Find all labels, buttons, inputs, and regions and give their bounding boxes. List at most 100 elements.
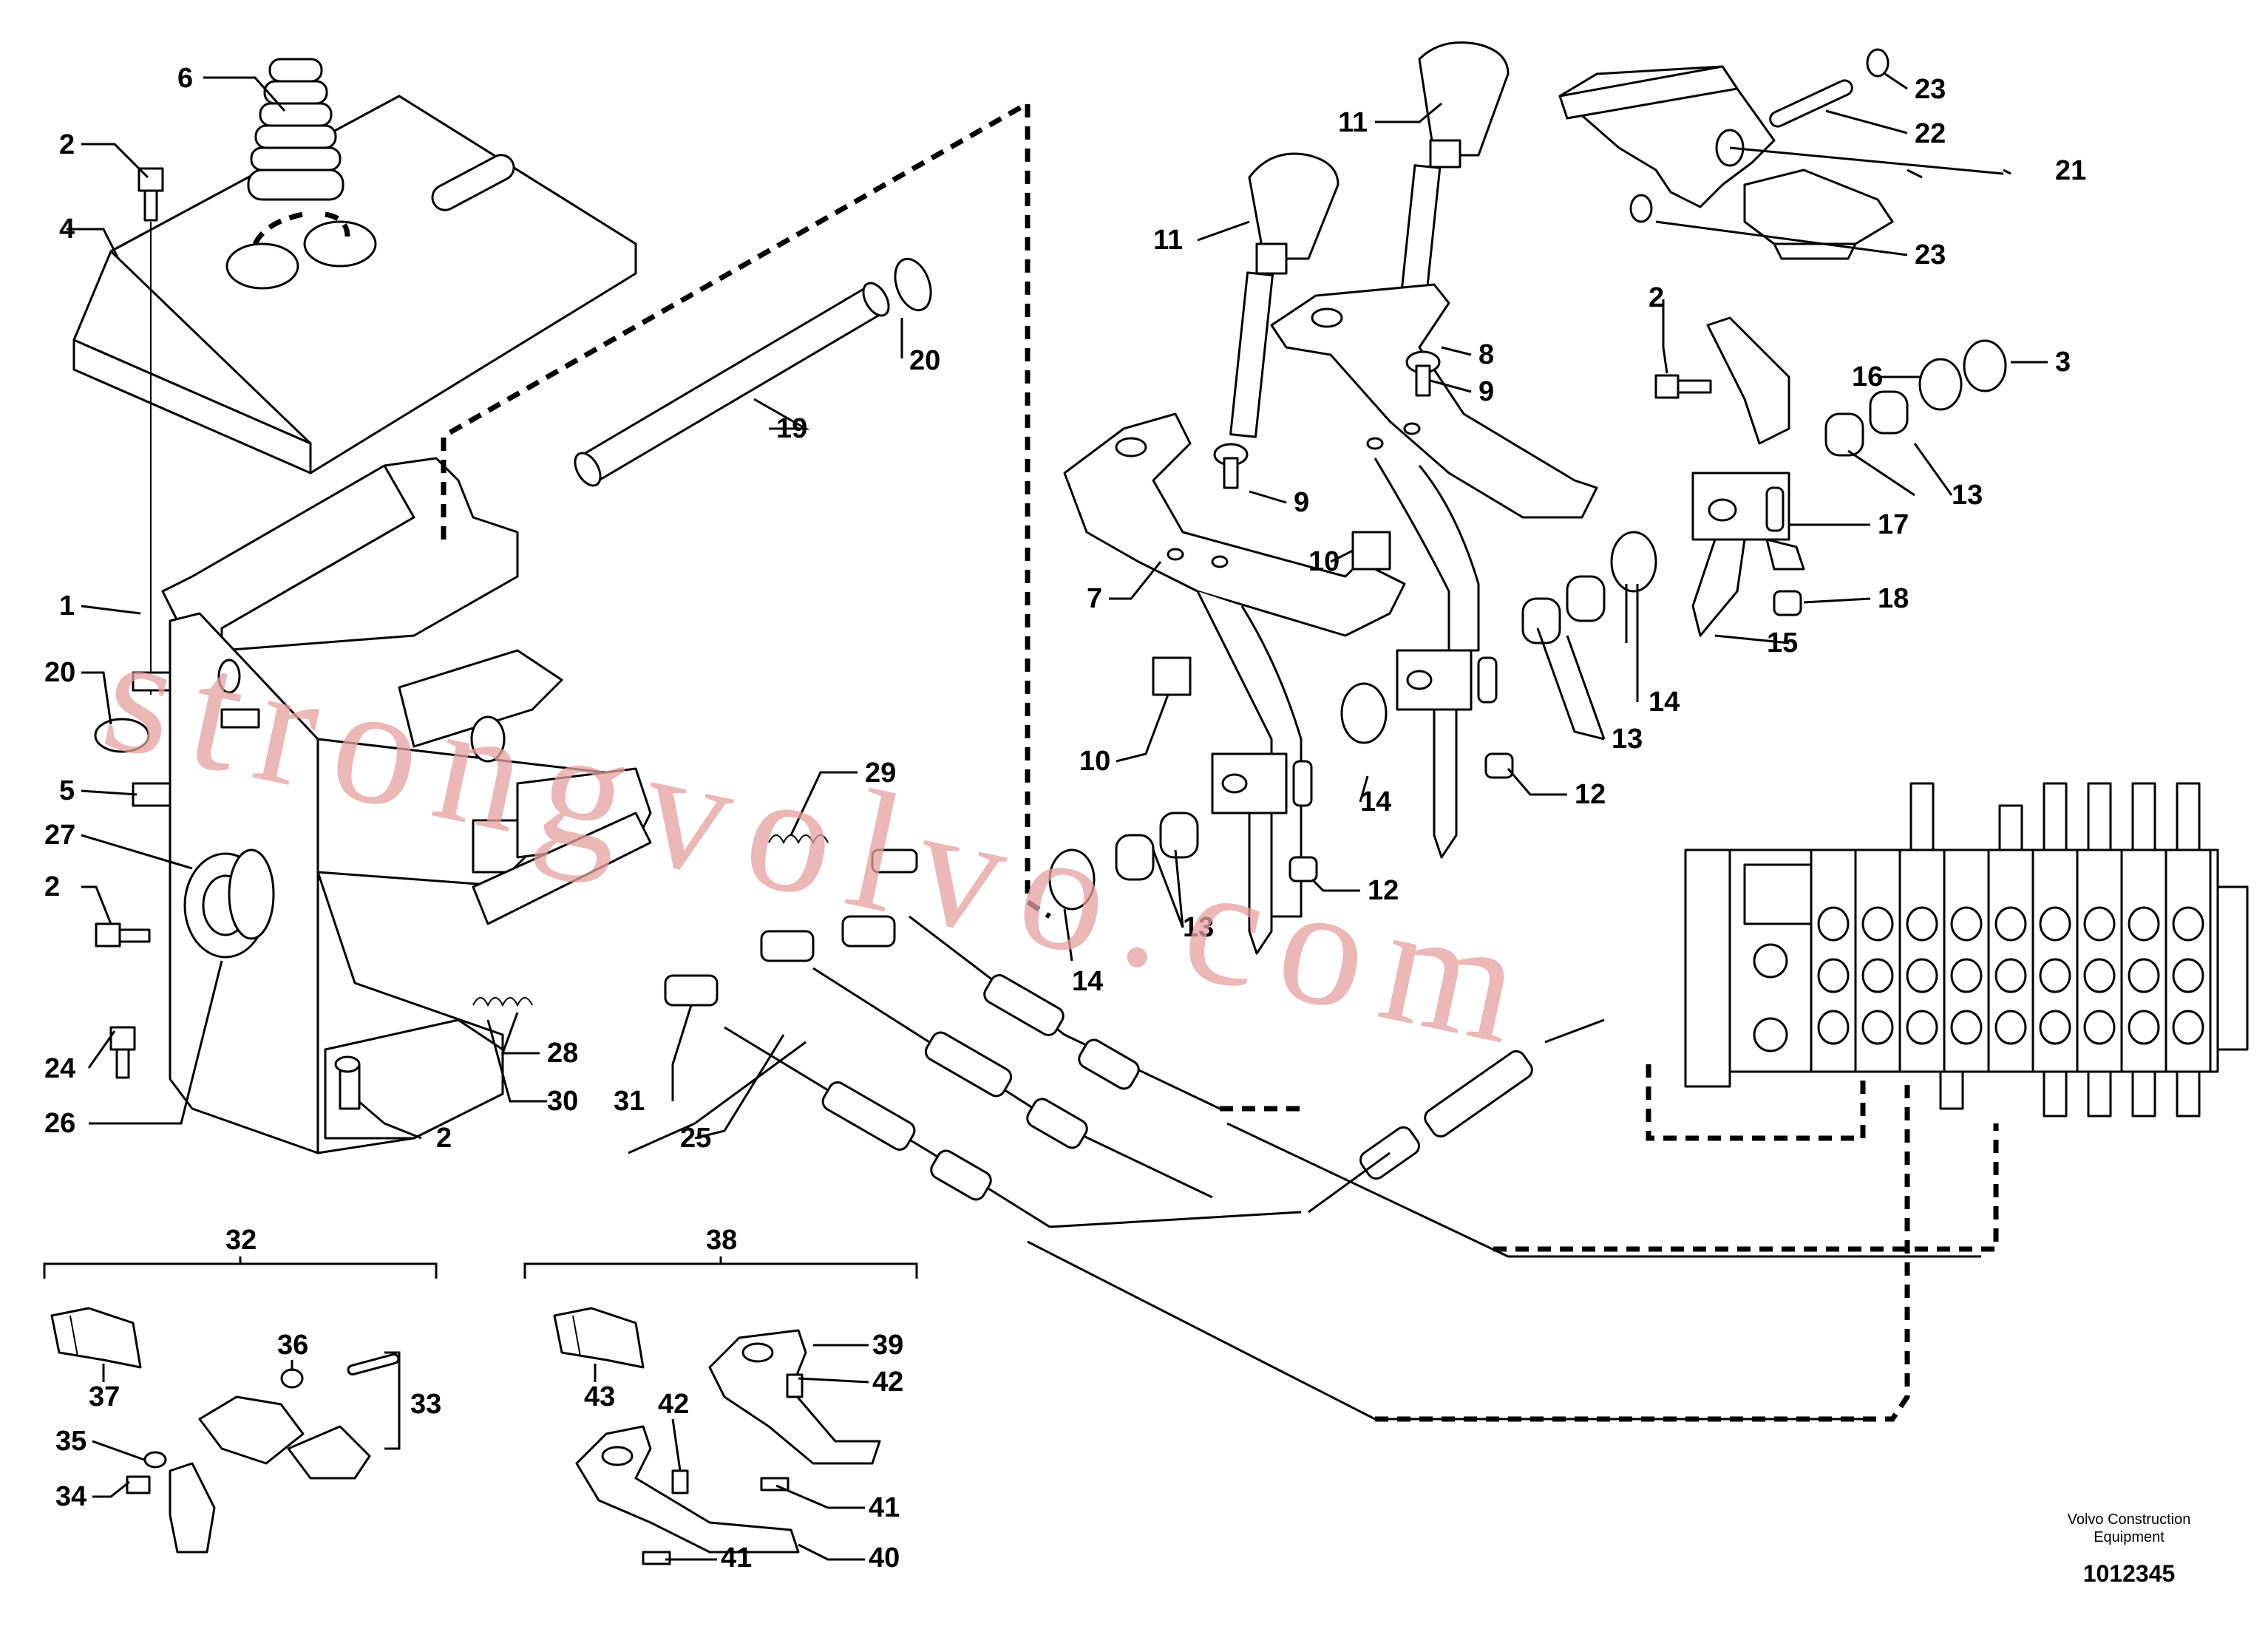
circlip-top: [894, 257, 932, 312]
callout-11: 11: [1338, 107, 1368, 138]
routing-dash-5: [1646, 1064, 1866, 1141]
kit-32: [43, 1256, 438, 1554]
callout-41: 41: [869, 1492, 900, 1523]
pedal-assembly-21: [1558, 48, 1894, 260]
bolt-9-left: [1213, 443, 1249, 489]
rubber-boot: [247, 58, 344, 201]
leader-lines: [67, 72, 2048, 1154]
callout-15: 15: [1767, 627, 1798, 659]
routing-dash-3: [1493, 1123, 1999, 1252]
callout-41: 41: [721, 1542, 752, 1574]
callout-5: 5: [59, 775, 75, 806]
callout-2: 2: [59, 129, 75, 160]
callout-16: 16: [1852, 361, 1883, 392]
block-10-upper: [1351, 531, 1391, 571]
callout-2: 2: [1649, 282, 1664, 313]
lever-plate-7: [1063, 412, 1406, 955]
callout-33: 33: [410, 1389, 441, 1420]
callout-12: 12: [1368, 875, 1399, 906]
callout-25: 25: [680, 1123, 711, 1154]
callout-43: 43: [584, 1381, 615, 1412]
nut-12-a: [1289, 856, 1318, 882]
callout-31: 31: [614, 1086, 645, 1117]
cable-bellows-1: [983, 974, 1140, 1090]
callout-14: 14: [1649, 687, 1680, 718]
callout-28: 28: [547, 1038, 578, 1069]
callout-34: 34: [55, 1481, 86, 1512]
bolt-9-right: [1405, 350, 1441, 397]
callout-10: 10: [1079, 746, 1110, 777]
callout-23: 23: [1915, 239, 1946, 271]
nut-12-b: [1484, 752, 1514, 779]
callout-29: 29: [865, 758, 896, 789]
callout-7: 7: [1087, 583, 1102, 614]
callout-2: 2: [436, 1123, 452, 1154]
clip: [132, 782, 172, 807]
washer-14-c: [1610, 531, 1657, 593]
callout-23: 23: [1915, 74, 1946, 105]
callout-2: 2: [44, 871, 60, 902]
control-cables: [724, 915, 1981, 1421]
callout-36: 36: [277, 1330, 308, 1361]
callout-9: 9: [1478, 376, 1494, 407]
cable-bellows-2: [924, 1031, 1088, 1149]
callout-10: 10: [1308, 546, 1340, 577]
callout-19: 19: [776, 413, 807, 444]
callout-18: 18: [1878, 583, 1909, 614]
spring-30: [472, 997, 533, 1007]
callout-14: 14: [1072, 966, 1103, 997]
block-10-lower: [1152, 656, 1192, 696]
bolt-2-right: [1654, 374, 1712, 399]
knob-left: [1229, 152, 1340, 438]
callout-14: 14: [1360, 786, 1391, 817]
callout-13: 13: [1612, 724, 1643, 755]
callout-11: 11: [1153, 225, 1183, 256]
company-line-2: Equipment: [2094, 1529, 2165, 1545]
circlip-left: [94, 718, 150, 753]
group-38: 38: [706, 1225, 737, 1256]
callout-42: 42: [872, 1367, 903, 1398]
right-bracket: [1691, 316, 1805, 637]
bearing-flange: [183, 848, 275, 959]
callout-42: 42: [658, 1389, 689, 1420]
callout-35: 35: [55, 1426, 86, 1457]
kit-38: [523, 1256, 918, 1565]
knob-right: [1400, 41, 1510, 294]
callout-4: 4: [59, 214, 75, 245]
callout-13: 13: [1183, 912, 1214, 943]
cover-plate: [72, 95, 637, 474]
lever-plate-8: [1270, 283, 1598, 859]
bolt-top-left: [137, 167, 164, 222]
callout-22: 22: [1915, 118, 1946, 149]
bolts-left: [95, 922, 151, 1079]
callout-26: 26: [44, 1108, 75, 1139]
bushings-13-right: [1824, 390, 1909, 457]
routing-dash-1: [441, 98, 1051, 919]
callout-12: 12: [1575, 779, 1606, 810]
callout-8: 8: [1478, 339, 1494, 370]
group-32: 32: [225, 1225, 257, 1256]
kit-leaders: [92, 1344, 869, 1561]
callout-24: 24: [44, 1053, 75, 1084]
callout-40: 40: [869, 1542, 900, 1574]
footer: Volvo Construction Equipment 1012345: [2068, 1511, 2191, 1587]
pivot-pin: [574, 282, 890, 487]
nut-18: [1773, 590, 1802, 616]
callout-6: 6: [177, 63, 193, 94]
washer-14-b: [1340, 682, 1388, 744]
bushings-13-middle: [1521, 575, 1606, 644]
callout-27: 27: [44, 820, 75, 851]
callout-13: 13: [1952, 480, 1983, 511]
callout-17: 17: [1878, 509, 1909, 540]
spring-29: [768, 834, 829, 845]
clevis-group: [664, 848, 918, 1007]
callout-37: 37: [89, 1381, 120, 1412]
washer-14-a: [1048, 848, 1096, 911]
callout-20: 20: [44, 657, 75, 688]
drawing-number: 1012345: [2083, 1560, 2176, 1587]
callout-39: 39: [872, 1330, 903, 1361]
callout-30: 30: [547, 1086, 578, 1117]
callout-labels: 6 2 4 1 20 5 27 2 24 26 2 19 20 29 30 28…: [44, 63, 2086, 1574]
company-line-1: Volvo Construction: [2068, 1511, 2191, 1528]
